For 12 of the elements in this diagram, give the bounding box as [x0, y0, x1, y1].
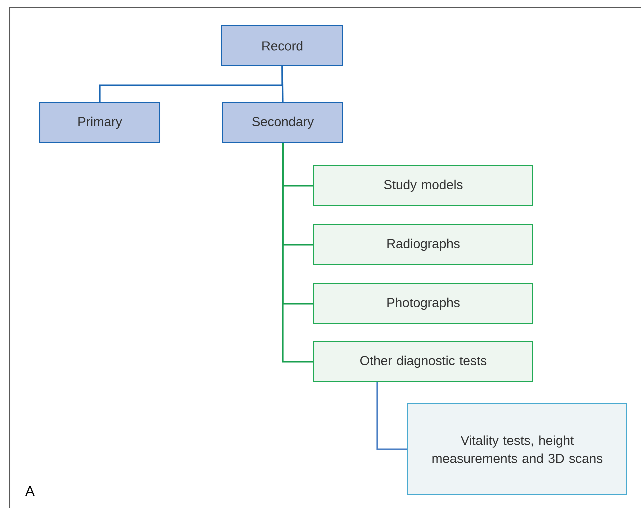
category-box: Secondary — [222, 102, 344, 144]
connector-line — [282, 66, 284, 102]
category-box: Primary — [40, 102, 160, 144]
record-type-box: Photographs — [314, 284, 534, 324]
connector-line — [376, 382, 408, 450]
category-box: Record — [222, 26, 344, 66]
connector-line — [282, 144, 314, 363]
record-type-box: Radiographs — [314, 224, 534, 266]
record-type-box: Study models — [314, 166, 534, 206]
record-type-box: Other diagnostic tests — [314, 342, 534, 382]
panel-letter: A — [26, 486, 35, 496]
detail-box: Vitality tests, height measurements and 3D scans — [408, 404, 628, 496]
